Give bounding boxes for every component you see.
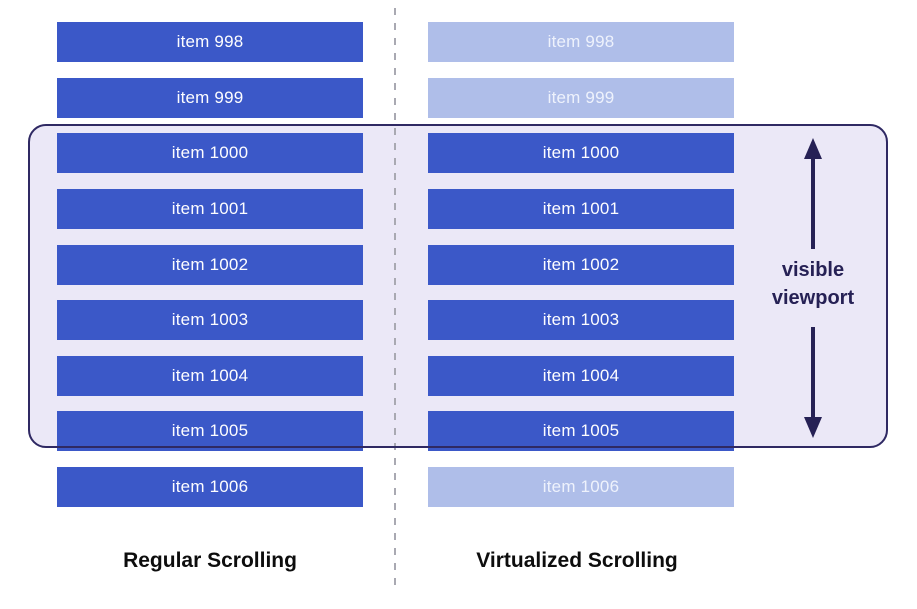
list-item: item 1005 — [57, 411, 363, 451]
list-item: item 1002 — [428, 245, 734, 285]
list-item: item 1004 — [428, 356, 734, 396]
regular-scrolling-list: item 998 item 999 item 1000 item 1001 item 1… — [57, 22, 363, 512]
list-item: item 1000 — [428, 133, 734, 173]
list-item: item 1003 — [57, 300, 363, 340]
list-item: item 999 — [57, 78, 363, 118]
list-item: item 998 — [428, 22, 734, 62]
virtualized-scrolling-title: Virtualized Scrolling — [476, 549, 678, 572]
list-item: item 1006 — [428, 467, 734, 507]
list-item: item 1004 — [57, 356, 363, 396]
virtualized-scrolling-list: item 998 item 999 item 1000 item 1001 item 1… — [428, 22, 734, 512]
list-item: item 998 — [57, 22, 363, 62]
list-item: item 1002 — [57, 245, 363, 285]
list-item: item 1006 — [57, 467, 363, 507]
list-item: item 1003 — [428, 300, 734, 340]
visible-viewport-label: visible viewport — [771, 259, 855, 309]
list-item: item 1005 — [428, 411, 734, 451]
list-item: item 1001 — [57, 189, 363, 229]
list-item: item 1000 — [57, 133, 363, 173]
list-item: item 1001 — [428, 189, 734, 229]
double-headed-vertical-arrow-icon — [804, 138, 822, 438]
list-item: item 999 — [428, 78, 734, 118]
regular-scrolling-title: Regular Scrolling — [123, 549, 297, 572]
dashed-divider — [394, 8, 396, 590]
